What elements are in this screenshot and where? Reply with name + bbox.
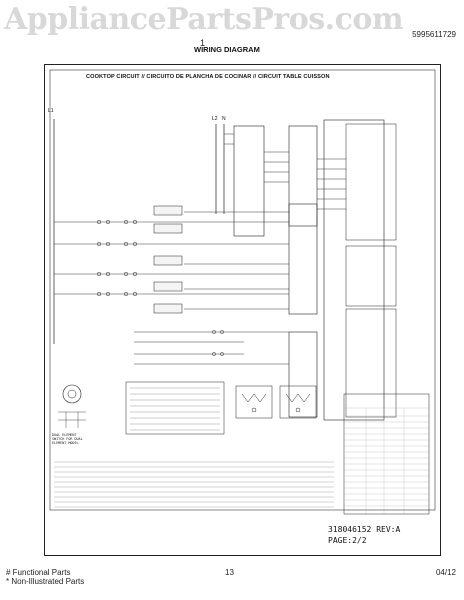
l1-label: L1 (48, 108, 54, 114)
cooktop-circuit-banner: COOKTOP CIRCUIT // CIRCUITO DE PLANCHA D… (86, 74, 330, 80)
diagram-frame (44, 64, 441, 556)
footer-page-number: 13 (225, 568, 234, 577)
l2-label: L2 (212, 116, 218, 122)
revision-block: 318046152 REV:A PAGE:2/2 (328, 524, 438, 554)
footer-functional-parts: # Functional Parts (6, 568, 71, 577)
n-label: N (222, 116, 226, 122)
footer-non-illustrated: * Non-Illustrated Parts (6, 577, 85, 586)
footer-legend: # Functional Parts * Non-Illustrated Par… (6, 568, 84, 586)
header-part-number: 5995611729 (412, 30, 456, 39)
header-left: 1 (200, 38, 206, 48)
page-of: PAGE:2/2 (328, 536, 367, 545)
legend-box (125, 381, 225, 435)
inner-border (49, 69, 436, 511)
revision: REV:A (376, 525, 401, 534)
dual-element-switch-icon (62, 384, 82, 404)
footer-date: 04/12 (435, 568, 456, 577)
document-number: 318046152 (328, 525, 372, 534)
page-title: WIRING DIAGRAM (194, 45, 260, 54)
watermark: AppliancePartsPros.com (4, 2, 404, 37)
wiring-diagram: L1 L2 N (48, 69, 436, 515)
dual-element-label: DUAL ELEMENT SWITCH FOR DUAL ELEMENT MOD… (52, 433, 85, 445)
selection-table (343, 393, 430, 515)
